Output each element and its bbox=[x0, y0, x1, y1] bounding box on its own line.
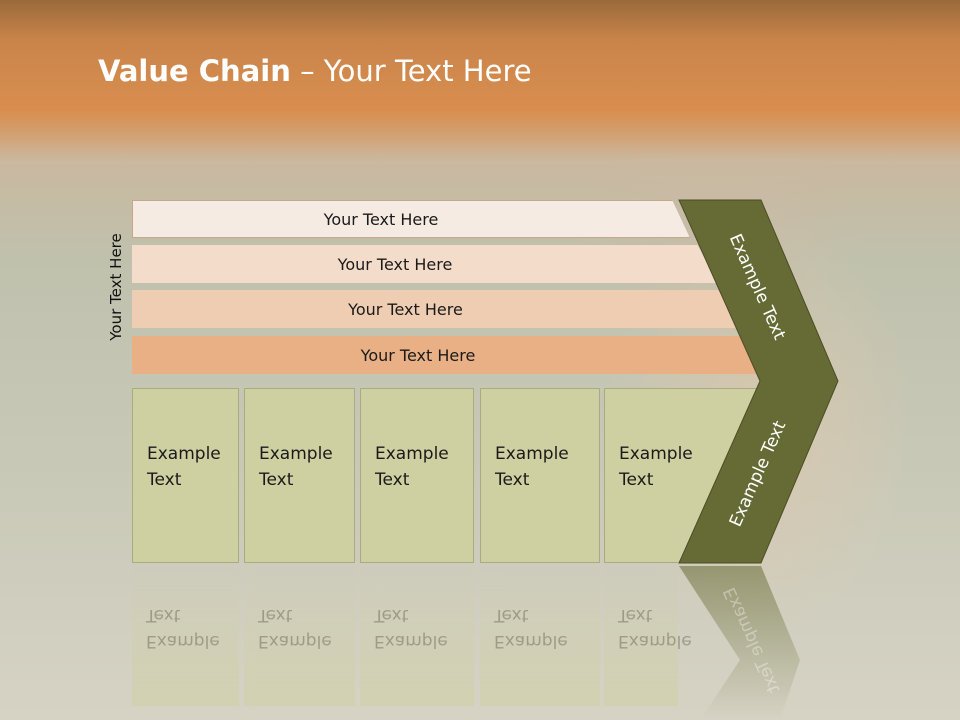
box-2-line1: Example bbox=[259, 444, 333, 464]
box-1[interactable]: Example Text bbox=[132, 388, 239, 563]
chevron-reflection bbox=[679, 566, 800, 720]
box-2-line2: Text bbox=[259, 470, 294, 490]
bar-4[interactable]: Your Text Here bbox=[132, 336, 764, 374]
box-5-line1: Example bbox=[619, 444, 693, 464]
box-5-line2: Text bbox=[619, 470, 654, 490]
title-rest: – Your Text Here bbox=[290, 54, 532, 88]
box-4[interactable]: Example Text bbox=[480, 388, 600, 563]
bar-2-label: Your Text Here bbox=[337, 254, 453, 274]
box-1-line2: Text bbox=[147, 470, 182, 490]
slide-title[interactable]: Value Chain – Your Text Here bbox=[98, 54, 532, 88]
bar-4-label: Your Text Here bbox=[360, 345, 476, 365]
box-3[interactable]: Example Text bbox=[360, 388, 474, 563]
bar-1[interactable]: Your Text Here bbox=[132, 200, 690, 238]
box-4-line2: Text bbox=[495, 470, 530, 490]
chevron-shape bbox=[678, 199, 839, 564]
title-bold: Value Chain bbox=[98, 54, 291, 88]
box-2[interactable]: Example Text bbox=[244, 388, 355, 563]
box-3-line2: Text bbox=[375, 470, 410, 490]
box-4-line1: Example bbox=[495, 444, 569, 464]
bar-3-label: Your Text Here bbox=[348, 299, 463, 319]
title-band bbox=[0, 0, 960, 160]
box-1-line1: Example bbox=[147, 444, 221, 464]
bar-1-label: Your Text Here bbox=[323, 209, 439, 229]
bar-2[interactable]: Your Text Here bbox=[132, 245, 718, 283]
bar-3[interactable]: Your Text Here bbox=[132, 290, 739, 328]
box-3-line1: Example bbox=[375, 444, 449, 464]
